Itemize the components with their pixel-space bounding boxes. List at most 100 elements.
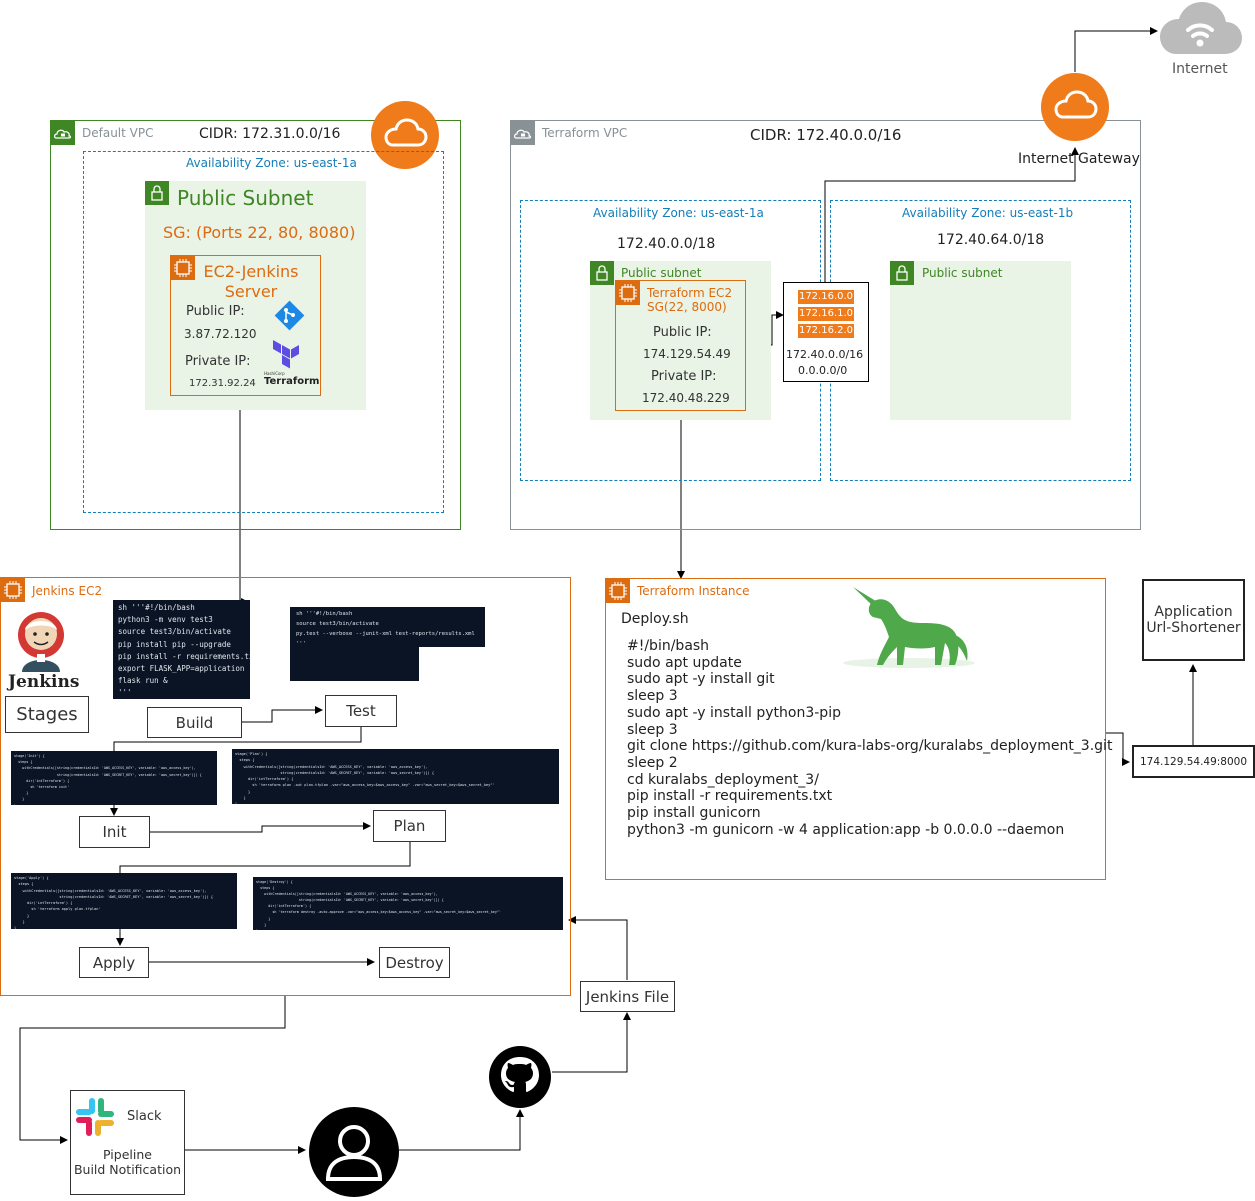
- terraform-public-ip: 174.129.54.49: [643, 347, 731, 361]
- route-destination: 172.40.0.0/16: [786, 348, 864, 361]
- script-line: sudo apt -y install python3-pip: [627, 704, 841, 721]
- script-line: sleep 3: [627, 688, 678, 705]
- application-title: Application Url-Shortener: [1142, 604, 1245, 636]
- jenkins-public-ip: 3.87.72.120: [184, 327, 257, 341]
- default-vpc: [50, 120, 461, 530]
- subnet-b-cidr: 172.40.64.0/18: [937, 232, 1045, 248]
- destroy-code-snippet: stage('Destroy') { steps { withCredentia…: [253, 877, 563, 930]
- internet-gateway-icon: [371, 101, 439, 169]
- ec2-jenkins-server: [170, 255, 321, 396]
- jenkins-private-ip: 172.31.92.24: [189, 378, 256, 389]
- internet-gateway-label: Internet Gateway: [1018, 151, 1140, 167]
- user-avatar-icon: [309, 1107, 399, 1197]
- ec2-chip-icon: [1, 578, 25, 602]
- jenkins-logo-icon: [16, 610, 66, 672]
- terraform-vpc-lock-icon: [511, 121, 535, 145]
- slack-notification-text: Pipeline Build Notification: [70, 1147, 185, 1177]
- default-vpc-label: Default VPC: [82, 126, 154, 140]
- gunicorn-unicorn-icon: [843, 585, 975, 669]
- connector-route-to-igw: [824, 147, 1079, 282]
- init-code-snippet: stage('Init') { steps { withCredentials(…: [11, 751, 217, 805]
- deploy-script-name: Deploy.sh: [621, 611, 689, 627]
- az-a-label: Availability Zone: us-east-1a: [593, 206, 764, 220]
- script-line: python3 -m gunicorn -w 4 application:app…: [627, 821, 1065, 838]
- application-title-line1: Application: [1154, 604, 1233, 620]
- default-public-subnet: [145, 181, 366, 410]
- connector-init-to-plan: [149, 822, 371, 833]
- test-code-snippet-tail: [290, 646, 419, 681]
- public-subnet-title: Public Subnet: [177, 186, 314, 210]
- default-vpc-cidr: CIDR: 172.31.0.0/16: [199, 126, 341, 142]
- route-table-entry: 172.16.1.0: [798, 307, 854, 321]
- stages-label: Stages: [5, 696, 89, 733]
- internet-gateway-icon: [1041, 73, 1109, 141]
- terraform-ec2-sg: SG(22, 8000): [647, 300, 727, 314]
- terraform-vpc: [510, 120, 1141, 530]
- terraform-ec2-title: Terraform EC2: [647, 286, 733, 300]
- deploy-script-body: #!/bin/bash sudo apt update sudo apt -y …: [627, 638, 1112, 838]
- subnet-a-label: Public subnet: [621, 266, 702, 280]
- terraform-icon: [271, 338, 301, 370]
- stage-test: Test: [325, 695, 397, 727]
- terraform-ec2: [615, 280, 746, 411]
- ec2-chip-icon: [606, 579, 630, 603]
- script-line: sleep 3: [627, 721, 678, 738]
- terraform-private-ip-label: Private IP:: [651, 369, 717, 384]
- application-box: [1142, 579, 1245, 661]
- slack-name: Slack: [127, 1109, 162, 1124]
- terraform-vpc-label: Terraform VPC: [542, 126, 628, 140]
- terraform-brand-label: Terraform: [264, 376, 320, 387]
- application-endpoint[interactable]: 174.129.54.49:8000: [1132, 745, 1255, 778]
- security-group-label: SG: (Ports 22, 80, 8080): [163, 223, 356, 242]
- stage-init: Init: [79, 816, 150, 848]
- build-code-snippet: sh '''#!/bin/bash python3 -m venv test3 …: [113, 600, 250, 699]
- script-line: sudo apt update: [627, 654, 742, 671]
- subnet-b-label: Public subnet: [922, 266, 1003, 280]
- apply-code-snippet: stage('Apply') { steps { withCredentials…: [11, 873, 237, 929]
- script-line: pip install gunicorn: [627, 805, 761, 822]
- terraform-instance-panel: [605, 578, 1106, 880]
- connector-jenkins-to-slack: [19, 995, 286, 1144]
- default-az-label: Availability Zone: us-east-1a: [186, 156, 357, 170]
- connector-user-to-github: [398, 1109, 524, 1151]
- stage-plan: Plan: [373, 810, 446, 842]
- internet-label: Internet: [1172, 61, 1228, 77]
- connector-github-to-jenkinsfile: [552, 1012, 631, 1073]
- script-line: sudo apt -y install git: [627, 671, 775, 688]
- subnet-b-lock-icon: [890, 261, 914, 285]
- subnet-a-lock-icon: [590, 261, 614, 285]
- slack-line2: Build Notification: [73, 1162, 182, 1177]
- route-table-entry: 172.16.0.0: [798, 290, 854, 304]
- script-line: cd kuralabs_deployment_3/: [627, 771, 819, 788]
- script-line: sleep 2: [627, 754, 678, 771]
- connector-build-to-test: [242, 706, 323, 723]
- jenkins-ec2-title: Jenkins EC2: [32, 584, 103, 598]
- subnet-lock-icon: [145, 181, 169, 205]
- jenkins-ec2-panel: [0, 577, 571, 996]
- stage-build: Build: [147, 707, 242, 738]
- connector-instance-to-endpoint: [1106, 732, 1130, 766]
- git-icon: [274, 300, 305, 331]
- plan-code-snippet: stage('Plan') { steps { withCredentials(…: [232, 749, 559, 804]
- jenkins-public-ip-label: Public IP:: [186, 304, 245, 319]
- default-vpc-az: [83, 151, 444, 513]
- stage-destroy: Destroy: [379, 947, 450, 978]
- terraform-vpc-cidr: CIDR: 172.40.0.0/16: [750, 126, 902, 144]
- terraform-public-ip-label: Public IP:: [653, 325, 712, 340]
- slack-logo-icon: [74, 1096, 116, 1138]
- terraform-subnet-b: [890, 261, 1071, 420]
- route-table-entry: 172.16.2.0: [798, 324, 854, 338]
- connector-jenkinsfile-to-jenkins: [568, 916, 628, 980]
- route-any: 0.0.0.0/0: [798, 364, 848, 377]
- application-title-line2: Url-Shortener: [1146, 620, 1241, 636]
- script-line: git clone https://github.com/kura-labs-o…: [627, 738, 1113, 755]
- github-icon: [489, 1046, 551, 1108]
- jenkins-logo-text: Jenkins: [8, 672, 80, 692]
- slack-line1: Pipeline: [103, 1147, 152, 1162]
- jenkins-private-ip-label: Private IP:: [185, 354, 251, 369]
- test-code-snippet: sh '''#!/bin/bash source test3/bin/activ…: [290, 607, 485, 647]
- terraform-brand-small: HashiCorp: [264, 371, 285, 376]
- script-line: #!/bin/bash: [627, 638, 710, 654]
- script-line: pip install -r requirements.txt: [627, 788, 833, 805]
